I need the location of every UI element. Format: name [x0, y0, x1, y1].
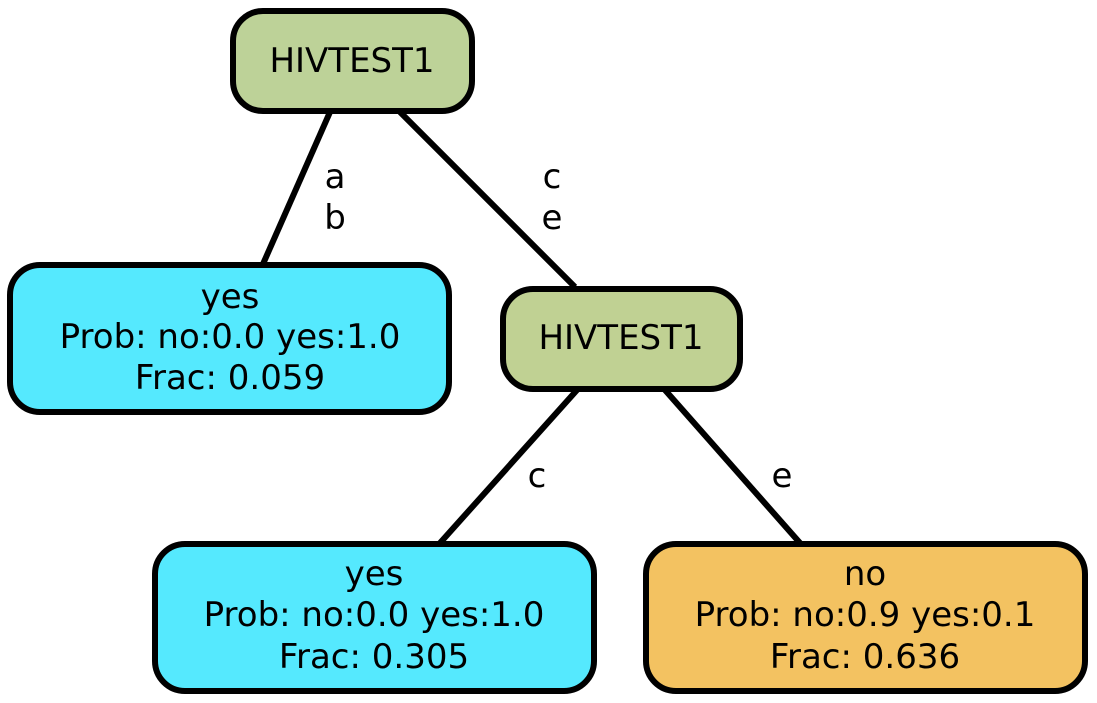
- edge-right-split-to-c-leaf: [437, 387, 580, 546]
- leaf-frac-text: Frac: 0.305: [279, 637, 469, 677]
- edge-label-line: a: [325, 157, 346, 197]
- leaf-node-e: no Prob: no:0.9 yes:0.1 Frac: 0.636: [643, 541, 1088, 694]
- edge-label-c: c: [528, 456, 547, 496]
- root-node-box: [230, 8, 475, 114]
- root-split-node: HIVTEST1: [230, 8, 475, 114]
- edge-root-to-left-leaf: [260, 110, 333, 266]
- edge-label-e: e: [772, 456, 793, 496]
- edge-right-split-to-e-leaf: [662, 388, 803, 545]
- leaf-frac-text: Frac: 0.636: [770, 637, 960, 677]
- edge-label-line: c: [543, 157, 562, 197]
- edge-label-line: b: [324, 198, 346, 238]
- edge-label-a-b: a b: [324, 157, 346, 238]
- edge-root-to-right-split: [397, 109, 578, 290]
- leaf-prob-text: Prob: no:0.9 yes:0.1: [695, 595, 1036, 635]
- leaf-left-box: [7, 262, 452, 415]
- leaf-prob-text: Prob: no:0.0 yes:1.0: [60, 317, 401, 357]
- right-split-node: HIVTEST1: [500, 286, 743, 392]
- root-node-label: HIVTEST1: [269, 41, 434, 81]
- leaf-node-left: yes Prob: no:0.0 yes:1.0 Frac: 0.059: [7, 262, 452, 415]
- leaf-class-label: yes: [201, 277, 260, 317]
- leaf-class-label: no: [844, 554, 886, 594]
- edge-label-c-e: c e: [542, 157, 563, 238]
- leaf-class-label: yes: [345, 554, 404, 594]
- right-split-node-label: HIVTEST1: [538, 318, 703, 358]
- leaf-node-c: yes Prob: no:0.0 yes:1.0 Frac: 0.305: [152, 541, 597, 694]
- leaf-frac-text: Frac: 0.059: [135, 358, 325, 398]
- leaf-c-box: [152, 541, 597, 694]
- right-split-node-box: [500, 286, 743, 392]
- leaf-e-box: [643, 541, 1088, 694]
- edge-label-line: e: [542, 198, 563, 238]
- leaf-prob-text: Prob: no:0.0 yes:1.0: [204, 595, 545, 635]
